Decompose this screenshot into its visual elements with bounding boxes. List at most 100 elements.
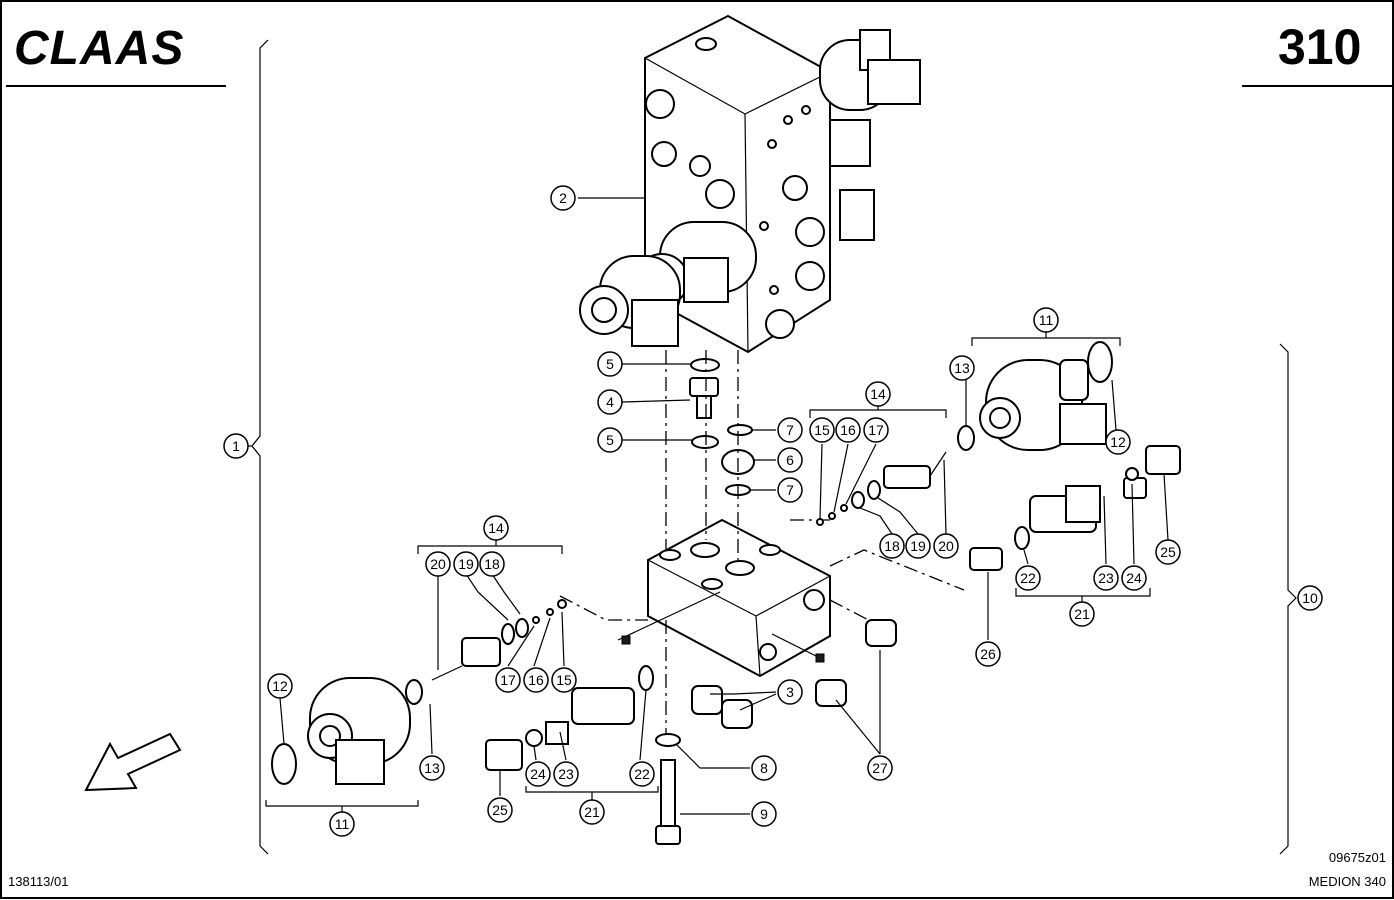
svg-text:7: 7 bbox=[786, 422, 794, 438]
callout-12a: 12 bbox=[1105, 429, 1131, 455]
callout-22a: 22 bbox=[1015, 565, 1041, 591]
callout-25a: 25 bbox=[1155, 539, 1181, 565]
svg-text:24: 24 bbox=[1126, 570, 1142, 586]
svg-text:18: 18 bbox=[484, 556, 500, 572]
page-number-block: 310 bbox=[1242, 19, 1392, 87]
callout-1: 1 bbox=[223, 433, 249, 459]
svg-text:2: 2 bbox=[559, 190, 567, 206]
callout-10: 10 bbox=[1297, 585, 1323, 611]
callout-7b: 7 bbox=[777, 477, 803, 503]
valve-block-main bbox=[579, 14, 921, 354]
svg-text:13: 13 bbox=[424, 760, 440, 776]
valve-block-lower bbox=[647, 518, 831, 678]
svg-text:25: 25 bbox=[492, 802, 508, 818]
callout-layer: 2 5 4 5 7 6 7 1 11 13 12 14 15 16 17 18 … bbox=[223, 185, 1323, 837]
svg-text:22: 22 bbox=[634, 766, 650, 782]
svg-text:21: 21 bbox=[584, 804, 600, 820]
svg-text:13: 13 bbox=[954, 360, 970, 376]
callout-16b: 16 bbox=[523, 667, 549, 693]
callout-21a: 21 bbox=[1069, 601, 1095, 627]
guide-lines bbox=[559, 350, 965, 740]
svg-text:15: 15 bbox=[556, 672, 572, 688]
svg-text:5: 5 bbox=[606, 432, 614, 448]
callout-13a: 13 bbox=[949, 355, 975, 381]
svg-text:15: 15 bbox=[814, 422, 830, 438]
solenoid-right bbox=[957, 341, 1113, 451]
cartridge-left bbox=[431, 599, 654, 771]
callout-22b: 22 bbox=[629, 761, 655, 787]
svg-text:8: 8 bbox=[760, 760, 768, 776]
svg-text:24: 24 bbox=[530, 766, 546, 782]
direction-arrow-icon bbox=[84, 732, 182, 792]
cartridge-right-lower bbox=[969, 445, 1181, 571]
svg-text:14: 14 bbox=[488, 520, 504, 536]
callout-26: 26 bbox=[975, 641, 1001, 667]
svg-text:5: 5 bbox=[606, 356, 614, 372]
callout-23b: 23 bbox=[553, 761, 579, 787]
drawing-number: 138113/01 bbox=[8, 874, 69, 889]
plugs-and-bolt bbox=[617, 591, 897, 845]
callout-3: 3 bbox=[777, 679, 803, 705]
svg-text:16: 16 bbox=[840, 422, 856, 438]
svg-text:3: 3 bbox=[786, 684, 794, 700]
callout-14b: 14 bbox=[483, 515, 509, 541]
svg-text:17: 17 bbox=[868, 422, 884, 438]
callout-16a: 16 bbox=[835, 417, 861, 443]
callout-20b: 20 bbox=[425, 551, 451, 577]
callout-7a: 7 bbox=[777, 417, 803, 443]
callout-19b: 19 bbox=[453, 551, 479, 577]
callout-18a: 18 bbox=[879, 533, 905, 559]
callout-4: 4 bbox=[597, 389, 623, 415]
svg-text:16: 16 bbox=[528, 672, 544, 688]
svg-text:6: 6 bbox=[786, 452, 794, 468]
callout-11b: 11 bbox=[329, 811, 355, 837]
svg-text:9: 9 bbox=[760, 806, 768, 822]
model-name: MEDION 340 bbox=[1309, 874, 1386, 889]
callout-12b: 12 bbox=[267, 673, 293, 699]
callout-13b: 13 bbox=[419, 755, 445, 781]
callout-9: 9 bbox=[751, 801, 777, 827]
svg-text:1: 1 bbox=[232, 438, 240, 454]
solenoid-left bbox=[271, 677, 423, 785]
svg-text:14: 14 bbox=[870, 386, 886, 402]
brand-text: CLAAS bbox=[14, 22, 184, 75]
svg-text:11: 11 bbox=[1039, 312, 1054, 328]
image-code: 09675z01 bbox=[1329, 850, 1386, 865]
svg-text:19: 19 bbox=[910, 538, 926, 554]
callout-27: 27 bbox=[867, 755, 893, 781]
svg-text:7: 7 bbox=[786, 482, 794, 498]
svg-text:12: 12 bbox=[1110, 434, 1126, 450]
svg-text:17: 17 bbox=[500, 672, 516, 688]
callout-21b: 21 bbox=[579, 799, 605, 825]
callout-11a: 11 bbox=[1033, 307, 1059, 333]
bracket-10 bbox=[1279, 343, 1297, 855]
callout-20a: 20 bbox=[933, 533, 959, 559]
callout-24a: 24 bbox=[1121, 565, 1147, 591]
svg-text:12: 12 bbox=[272, 678, 288, 694]
bracket-1 bbox=[251, 39, 269, 855]
callout-17a: 17 bbox=[863, 417, 889, 443]
svg-text:23: 23 bbox=[1098, 570, 1114, 586]
callout-8: 8 bbox=[751, 755, 777, 781]
svg-text:19: 19 bbox=[458, 556, 474, 572]
svg-text:27: 27 bbox=[872, 760, 888, 776]
callout-15a: 15 bbox=[809, 417, 835, 443]
callout-2: 2 bbox=[550, 185, 576, 211]
group-brackets bbox=[265, 330, 1151, 812]
callout-17b: 17 bbox=[495, 667, 521, 693]
callout-24b: 24 bbox=[525, 761, 551, 787]
svg-text:22: 22 bbox=[1020, 570, 1036, 586]
callout-5a: 5 bbox=[597, 351, 623, 377]
svg-text:11: 11 bbox=[335, 816, 350, 832]
callout-14a: 14 bbox=[865, 381, 891, 407]
callout-19a: 19 bbox=[905, 533, 931, 559]
callout-5b: 5 bbox=[597, 427, 623, 453]
page-number: 310 bbox=[1278, 19, 1361, 75]
svg-text:18: 18 bbox=[884, 538, 900, 554]
svg-text:10: 10 bbox=[1302, 590, 1318, 606]
brand-logo: CLAAS bbox=[6, 22, 226, 87]
svg-text:4: 4 bbox=[606, 394, 614, 410]
callout-25b: 25 bbox=[487, 797, 513, 823]
